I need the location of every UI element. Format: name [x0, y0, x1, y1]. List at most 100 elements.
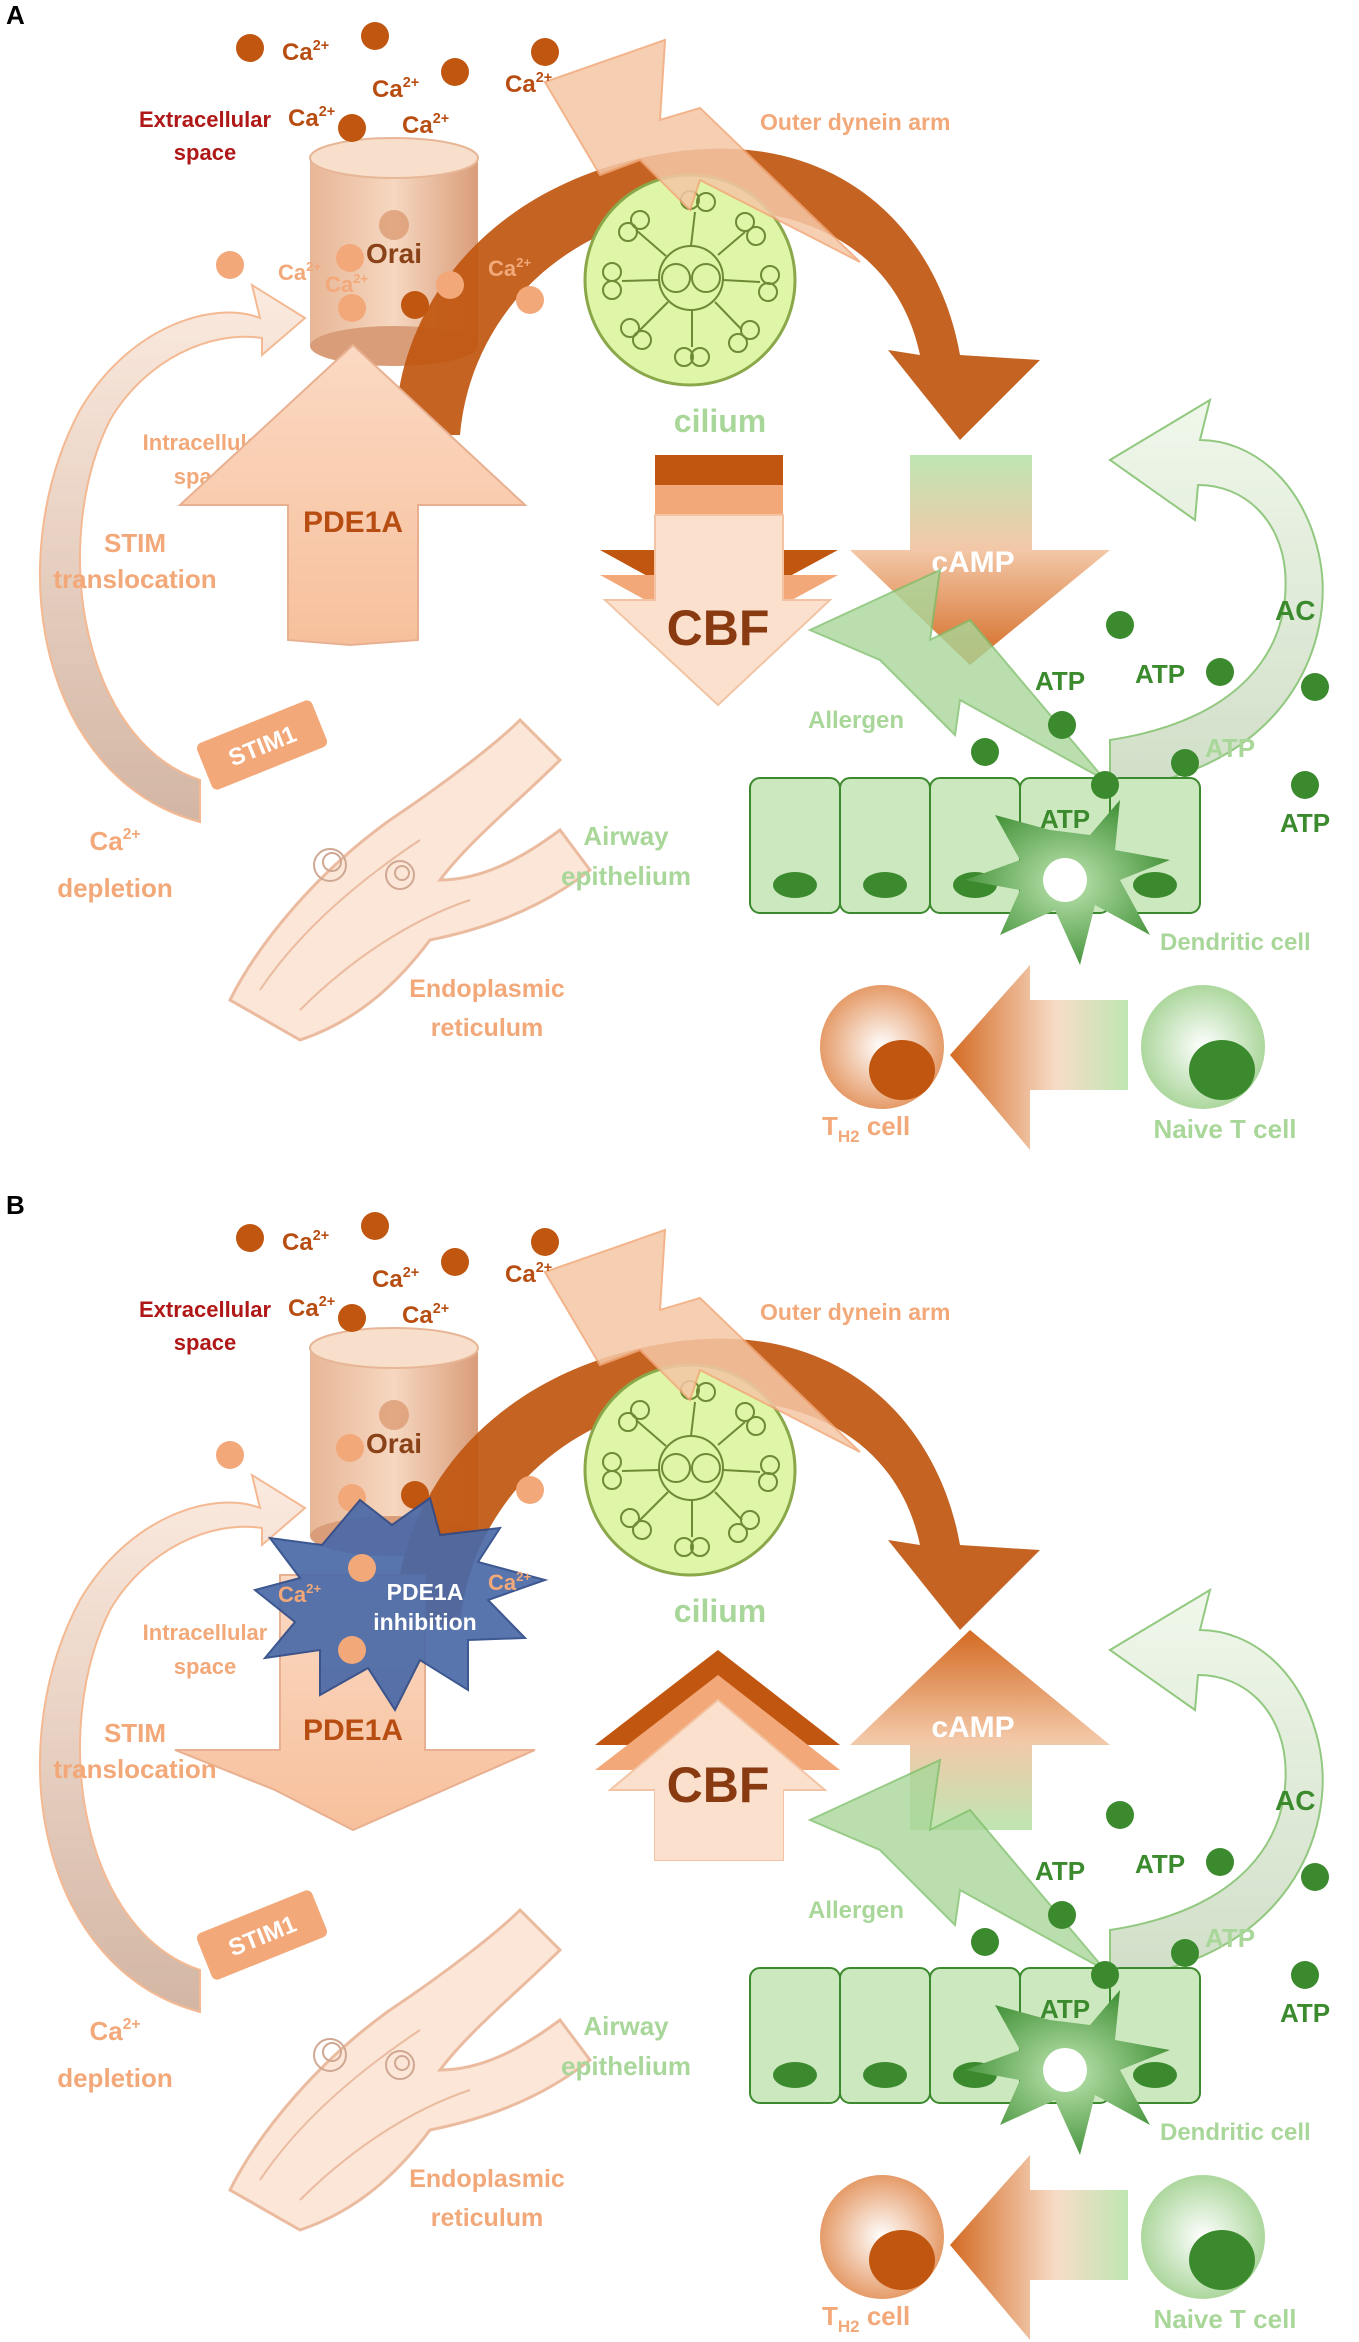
calcium-label: Ca2+: [488, 255, 531, 281]
ac-label: AC: [1275, 1785, 1315, 1816]
dendritic-nucleus: [1043, 2048, 1087, 2092]
calcium-label: Ca2+: [402, 1301, 449, 1329]
cbf-label: CBF: [667, 600, 770, 656]
cbf-label: CBF: [667, 1757, 770, 1813]
atp-label: ATP: [1035, 1856, 1085, 1886]
intracellular-calcium-ions: [216, 1434, 544, 1512]
atp-label: ATP: [1280, 1998, 1330, 2028]
orai-label: Orai: [366, 1428, 422, 1459]
cilium-label: cilium: [674, 1593, 766, 1629]
calcium-label: Ca2+: [278, 1581, 321, 1607]
calcium-label: Ca2+: [282, 38, 329, 66]
calcium-label: Ca2+: [505, 1260, 552, 1288]
stim-translocation-label: translocation: [53, 564, 216, 594]
naive-t-cell-nucleus: [1189, 1040, 1255, 1100]
calcium-label: Ca2+: [282, 1228, 329, 1256]
intracellular-space-label: space: [174, 1654, 236, 1679]
outer-dynein-arm-bolt: [543, 1228, 861, 1453]
atp-label: ATP: [1035, 666, 1085, 696]
calcium-depletion-label: Ca2+: [89, 2016, 140, 2046]
pde1a-inhibition-burst: [252, 1496, 549, 1713]
extracellular-space-label: space: [174, 1330, 236, 1355]
stim-translocation-label: STIM: [104, 1718, 166, 1748]
calcium-depletion-label: Ca2+: [89, 826, 140, 856]
calcium-ions: [236, 22, 559, 319]
calcium-label: Ca2+: [488, 1569, 531, 1595]
allergen-label: Allergen: [808, 1897, 904, 1924]
outer-dynein-arm-label: Outer dynein arm: [760, 1299, 950, 1325]
calcium-label: Ca2+: [325, 271, 368, 297]
intracellular-calcium-ions-front: [338, 1554, 376, 1664]
calcium-depletion-label: depletion: [57, 873, 173, 903]
pde1a-inhibition-label: inhibition: [373, 1609, 476, 1635]
atp-label: ATP: [1135, 1849, 1185, 1879]
th2-cell-label: TH2 cell: [822, 2301, 910, 2336]
cbf-arrow-down: [600, 455, 838, 707]
calcium-influx-arrow: [395, 1338, 1040, 1630]
atp-label: ATP: [1205, 733, 1255, 763]
ac-label: AC: [1275, 595, 1315, 626]
atp-molecules: [971, 611, 1329, 799]
atp-molecules: [971, 1801, 1329, 1989]
cilium-label: cilium: [674, 403, 766, 439]
airway-epithelium-label: Airway: [583, 821, 669, 851]
airway-epithelial-cells: [749, 777, 1201, 914]
camp-label: cAMP: [931, 1711, 1014, 1744]
endoplasmic-reticulum-label: reticulum: [431, 2204, 544, 2232]
calcium-label: Ca2+: [278, 259, 321, 285]
extracellular-space-label: Extracellular: [139, 107, 272, 132]
atp-label: ATP: [1040, 804, 1090, 834]
stim-translocation-arrow: [39, 282, 307, 824]
airway-epithelium-label: Airway: [583, 2011, 669, 2041]
panel-a: A STIM1: [6, 0, 1330, 1150]
stim-translocation-arrow: [39, 1472, 307, 2014]
calcium-label: Ca2+: [372, 75, 419, 103]
pde1a-label: PDE1A: [303, 1714, 403, 1747]
calcium-label: Ca2+: [402, 111, 449, 139]
naive-t-cell-nucleus: [1189, 2230, 1255, 2290]
extracellular-space-label: space: [174, 140, 236, 165]
allergen-label: Allergen: [808, 707, 904, 734]
dendritic-cell-label: Dendritic cell: [1160, 929, 1311, 956]
endoplasmic-reticulum: [228, 717, 593, 1042]
atp-label: ATP: [1040, 1994, 1090, 2024]
dendritic-nucleus: [1043, 858, 1087, 902]
th2-nucleus: [869, 1040, 935, 1100]
atp-label: ATP: [1280, 808, 1330, 838]
airway-epithelial-cells: [749, 1967, 1201, 2104]
panel-letter: A: [6, 0, 25, 30]
tcell-differentiation-arrow: [950, 965, 1128, 1150]
calcium-ions: [236, 1212, 559, 1509]
pde1a-label: PDE1A: [303, 506, 403, 539]
extracellular-space-label: Extracellular: [139, 1297, 272, 1322]
endoplasmic-reticulum-label: Endoplasmic: [409, 975, 565, 1003]
cbf-arrow-up: [595, 1650, 840, 1861]
th2-cell-label: TH2 cell: [822, 1111, 910, 1146]
th2-nucleus: [869, 2230, 935, 2290]
outer-dynein-arm-bolt: [543, 38, 861, 263]
airway-epithelium-label: epithelium: [561, 2051, 691, 2081]
pde1a-arrow-up: [177, 343, 528, 647]
endoplasmic-reticulum-label: Endoplasmic: [409, 2165, 565, 2193]
ac-arrow: [1108, 397, 1324, 792]
calcium-label: Ca2+: [372, 1265, 419, 1293]
panel-b: B STIM1: [6, 1190, 1330, 2340]
endoplasmic-reticulum-label: reticulum: [431, 1014, 544, 1042]
tcell-differentiation-arrow: [950, 2155, 1128, 2340]
intracellular-calcium-ions: [216, 244, 544, 322]
orai-label: Orai: [366, 238, 422, 269]
ac-arrow: [1108, 1587, 1324, 1982]
camp-arrow-down: [850, 455, 1110, 665]
airway-epithelium-label: epithelium: [561, 861, 691, 891]
atp-label: ATP: [1135, 659, 1185, 689]
camp-label: cAMP: [931, 546, 1014, 579]
pde1a-inhibition-label: PDE1A: [387, 1579, 464, 1605]
calcium-label: Ca2+: [288, 1294, 335, 1322]
naive-t-cell-label: Naive T cell: [1153, 2304, 1296, 2334]
atp-label: ATP: [1205, 1923, 1255, 1953]
outer-dynein-arm-label: Outer dynein arm: [760, 109, 950, 135]
stim1-protein: STIM1: [196, 1890, 328, 1980]
stim-translocation-label: translocation: [53, 1754, 216, 1784]
stim-translocation-label: STIM: [104, 528, 166, 558]
naive-t-cell-label: Naive T cell: [1153, 1114, 1296, 1144]
